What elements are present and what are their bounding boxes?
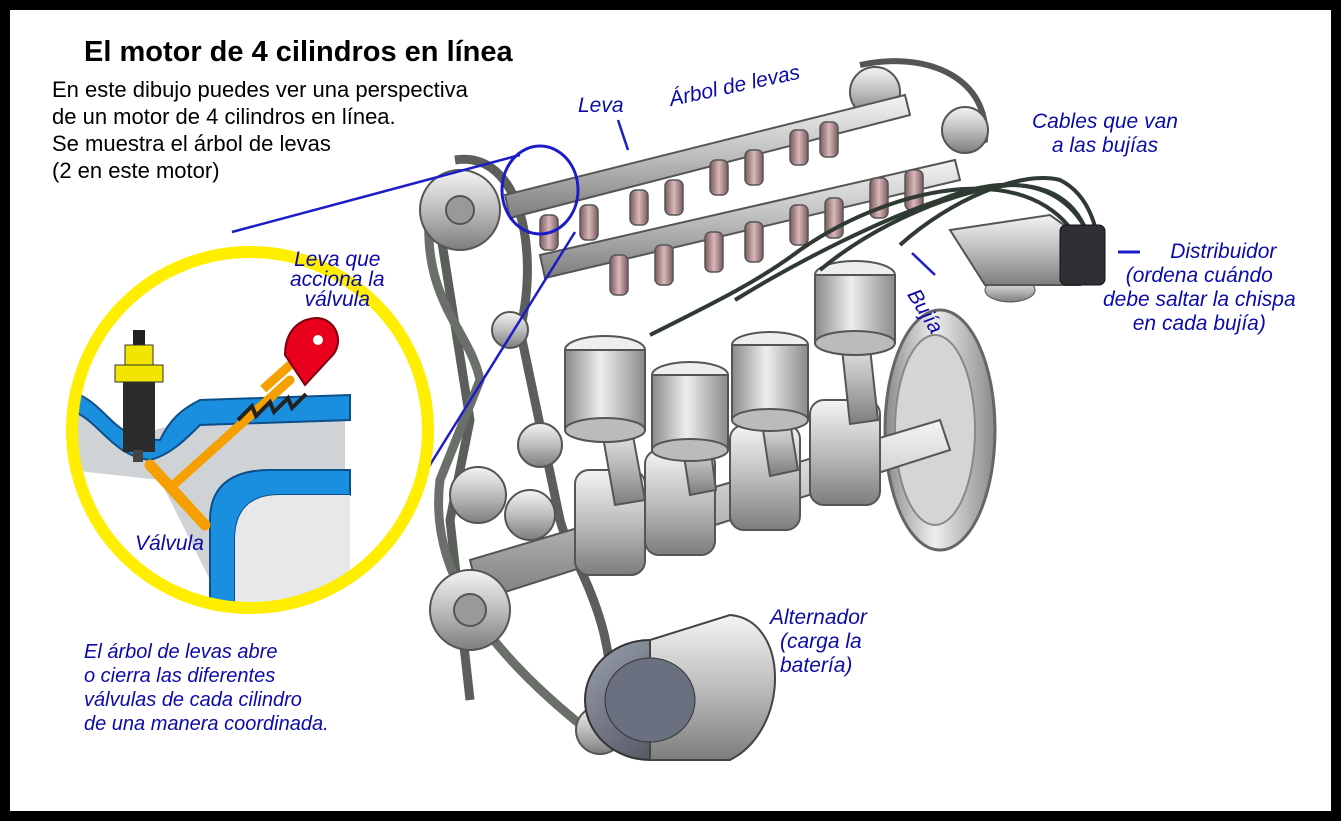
note-line: de una manera coordinada. xyxy=(84,713,329,735)
diagram-title: El motor de 4 cilindros en línea xyxy=(84,36,513,68)
label-alternador-line: (carga la xyxy=(780,630,862,653)
note-line: El árbol de levas abre xyxy=(84,641,278,663)
valve-stem xyxy=(165,375,295,493)
valve-callout xyxy=(66,246,434,614)
label-cables-line: a las bujías xyxy=(1051,134,1159,157)
label-alternador-line: Alternador xyxy=(770,606,867,629)
label-distribuidor: Distribuidor (ordena cuándo debe saltar … xyxy=(1103,240,1296,336)
camshaft-note: El árbol de levas abre o cierra las dife… xyxy=(84,640,329,736)
pistons xyxy=(564,260,896,462)
distributor xyxy=(948,213,1106,303)
spark-plug-icon xyxy=(114,330,164,462)
bujia-leader xyxy=(911,252,936,276)
label-distribuidor-line: debe saltar la chispa xyxy=(1103,288,1296,311)
alternator xyxy=(584,613,776,761)
label-leva-valvula-line: Leva que xyxy=(294,248,381,271)
label-alternador: Alternador (carga la batería) xyxy=(770,606,867,678)
label-distribuidor-line: Distribuidor xyxy=(1170,240,1277,263)
intro-line: Se muestra el árbol de levas xyxy=(52,131,331,156)
valve-spring xyxy=(236,392,308,422)
label-leva-valvula-line: válvula xyxy=(304,288,370,311)
valve-head xyxy=(144,459,211,531)
note-line: válvulas de cada cilindro xyxy=(84,689,302,711)
note-line: o cierra las diferentes xyxy=(84,665,276,687)
label-leva-valvula-line: acciona la xyxy=(290,268,385,291)
leva-leader xyxy=(616,119,630,151)
zoom-line-top xyxy=(231,153,521,234)
intro-line: En este dibujo puedes ver una perspectiv… xyxy=(52,77,468,102)
label-leva: Leva xyxy=(578,94,624,117)
label-distribuidor-line: (ordena cuándo xyxy=(1125,264,1273,287)
cam-lobe xyxy=(283,316,339,387)
zoom-line-bottom xyxy=(403,231,577,506)
intro-line: de un motor de 4 cilindros en línea. xyxy=(52,104,396,129)
camshafts xyxy=(503,93,962,280)
label-cables: Cables que van a las bujías xyxy=(1032,110,1178,158)
intro-line: (2 en este motor) xyxy=(52,158,220,183)
label-distribuidor-line: en cada bujía) xyxy=(1132,312,1266,335)
magnify-circle xyxy=(500,144,580,236)
intro-text: En este dibujo puedes ver una perspectiv… xyxy=(52,76,468,184)
label-leva-valvula: Leva que acciona la válvula xyxy=(290,248,385,311)
label-alternador-line: batería) xyxy=(780,654,853,677)
label-cables-line: Cables que van xyxy=(1032,110,1178,133)
label-valvula: Válvula xyxy=(135,532,204,555)
